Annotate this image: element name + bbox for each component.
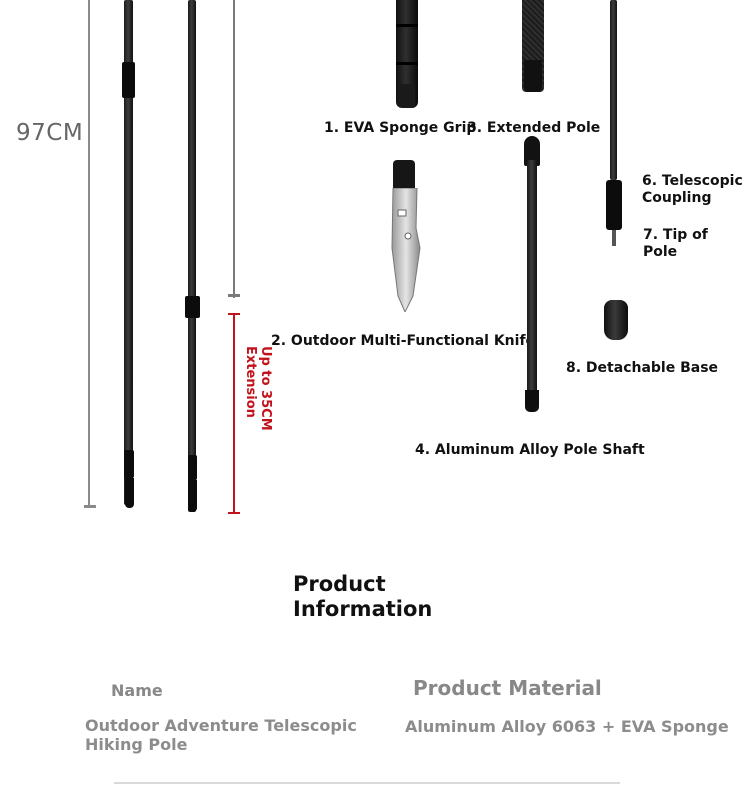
part-label-base: 8. Detachable Base — [566, 360, 719, 376]
section-divider — [114, 782, 620, 784]
name-heading: Name — [111, 681, 163, 700]
extension-label-line1: Up to 35CM — [258, 346, 273, 431]
part-label-tip: 7. Tip of Pole — [643, 227, 708, 261]
name-value: Outdoor Adventure Telescopic Hiking Pole — [85, 716, 357, 754]
material-value: Aluminum Alloy 6063 + EVA Sponge — [405, 717, 729, 736]
extension-label: Up to 35CM Extension — [243, 346, 273, 431]
name-value-line1: Outdoor Adventure Telescopic — [85, 716, 357, 735]
product-info-title-line2: Information — [293, 597, 433, 621]
extension-label-line2: Extension — [243, 346, 258, 418]
name-value-line2: Hiking Pole — [85, 735, 188, 754]
product-info-title-line1: Product — [293, 572, 386, 596]
part-label-shaft: 4. Aluminum Alloy Pole Shaft — [415, 442, 645, 458]
part-label-tip-line2: Pole — [643, 244, 678, 260]
part-label-coupling-line1: 6. Telescopic — [642, 173, 743, 189]
material-heading: Product Material — [413, 676, 602, 700]
part-label-knife: 2. Outdoor Multi-Functional Knife — [271, 333, 536, 349]
length-label: 97CM — [16, 120, 84, 146]
part-label-grip: 1. EVA Sponge Grip — [324, 120, 477, 136]
part-label-coupling-line2: Coupling — [642, 190, 712, 206]
part-label-coupling: 6. Telescopic Coupling — [642, 173, 743, 207]
part-label-tip-line1: 7. Tip of — [643, 227, 708, 243]
product-info-title: Product Information — [293, 572, 432, 622]
part-label-extended-pole: 3. Extended Pole — [467, 120, 601, 136]
